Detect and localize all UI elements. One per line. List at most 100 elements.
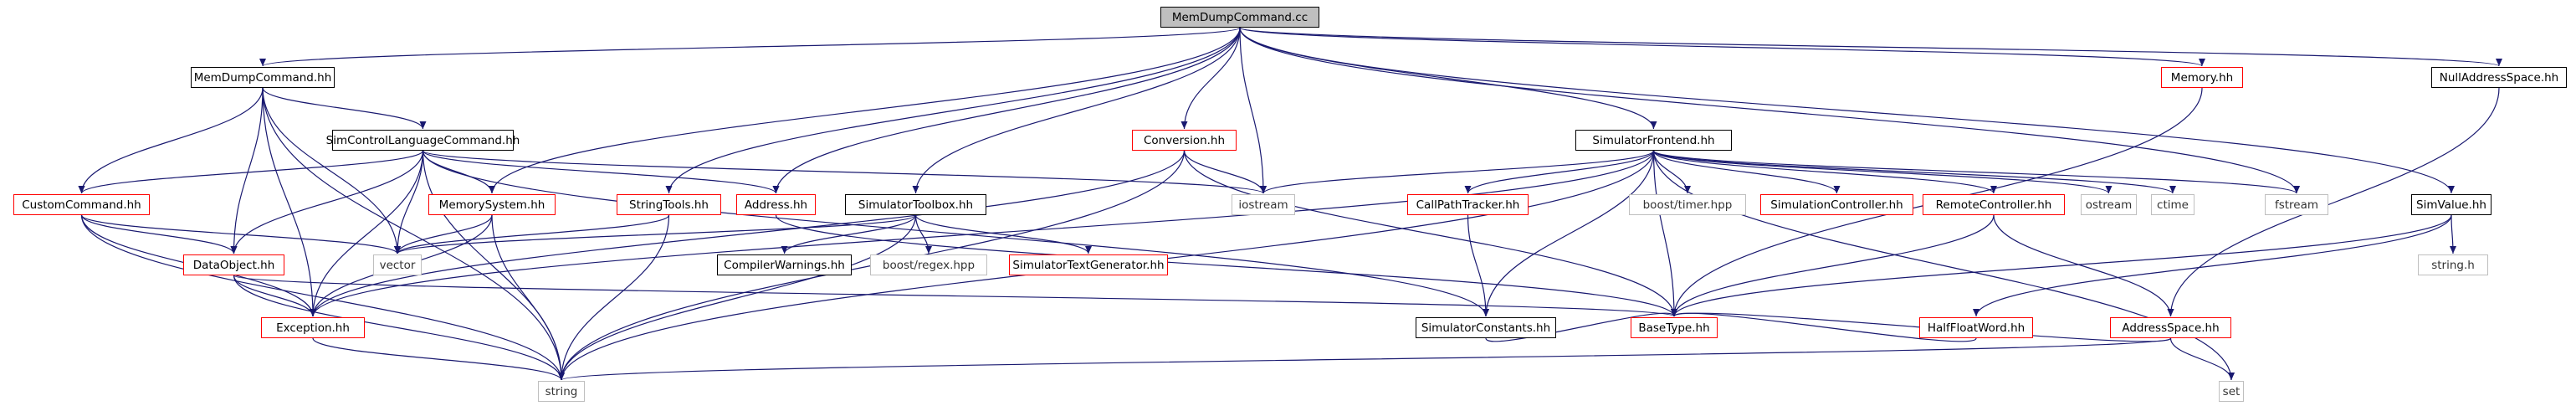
edge-memdumpcommand_hh-to-dataobject_hh bbox=[230, 87, 264, 254]
edge-simcontrollanguagecommand_hh-to-vector bbox=[394, 150, 424, 254]
node-string: string bbox=[538, 381, 585, 402]
edge-simvalue_hh-to-basetype_hh bbox=[1671, 214, 2452, 317]
edge-root-to-simulatorfrontend_hh bbox=[1239, 27, 1657, 130]
node-simcontrollanguagecommand-hh[interactable]: SimControlLanguageCommand.hh bbox=[326, 130, 520, 151]
node-simulatorfrontend-hh[interactable]: SimulatorFrontend.hh bbox=[1575, 130, 1732, 151]
edge-remotecontroller_hh-to-basetype_hh bbox=[1671, 214, 1995, 317]
edge-addressspace_hh-to-set bbox=[2169, 337, 2235, 381]
edge-memdumpcommand_hh-to-string bbox=[262, 87, 565, 381]
node-simulatortextgenerator-hh[interactable]: SimulatorTextGenerator.hh bbox=[1009, 254, 1168, 275]
node-basetype-hh[interactable]: BaseType.hh bbox=[1631, 317, 1718, 338]
node-memorysystem-hh[interactable]: MemorySystem.hh bbox=[428, 194, 556, 215]
edge-root-to-memdumpcommand_hh bbox=[259, 27, 1241, 67]
node-nulladdressspace-hh[interactable]: NullAddressSpace.hh bbox=[2431, 67, 2567, 88]
node-fstream: fstream bbox=[2265, 194, 2328, 215]
edge-simulatortoolbox_hh-to-boost_regex_hpp bbox=[914, 214, 932, 254]
node-root[interactable]: MemDumpCommand.cc bbox=[1160, 7, 1319, 28]
edge-root-to-stringtools_hh bbox=[665, 27, 1241, 194]
node-memdumpcommand-hh[interactable]: MemDumpCommand.hh bbox=[191, 67, 335, 88]
edge-simvalue_hh-to-string_h bbox=[2449, 214, 2456, 254]
edge-simulatorfrontend_hh-to-simulatorconstants_hh bbox=[1483, 150, 1655, 317]
edge-simulatorfrontend_hh-to-exception_hh bbox=[310, 150, 1655, 317]
edge-root-to-nulladdressspace_hh bbox=[1239, 27, 2502, 67]
edge-conversion_hh-to-basetype_hh bbox=[1183, 150, 1677, 317]
node-iostream: iostream bbox=[1232, 194, 1295, 215]
edge-customcommand_hh-to-vector bbox=[80, 214, 401, 254]
edge-root-to-memorysystem_hh bbox=[489, 27, 1241, 194]
edge-callpathtracker_hh-to-simulatorconstants_hh bbox=[1467, 214, 1489, 317]
edge-memorysystem_hh-to-string bbox=[491, 214, 565, 381]
edge-addressspace_hh-to-string bbox=[558, 337, 2172, 381]
edge-simulatortoolbox_hh-to-vector bbox=[394, 214, 917, 254]
node-stringtools-hh[interactable]: StringTools.hh bbox=[617, 194, 721, 215]
edge-exception_hh-to-string bbox=[312, 337, 565, 381]
edge-memdumpcommand_hh-to-vector bbox=[262, 87, 401, 254]
edge-remotecontroller_hh-to-addressspace_hh bbox=[1993, 214, 2174, 317]
node-customcommand-hh[interactable]: CustomCommand.hh bbox=[13, 194, 150, 215]
edge-root-to-fstream bbox=[1239, 27, 2300, 194]
edge-simulatorfrontend_hh-to-simulationcontroller_hh bbox=[1652, 150, 1841, 194]
edge-simulatorfrontend_hh-to-ostream bbox=[1652, 150, 2113, 194]
node-simulationcontroller-hh[interactable]: SimulationController.hh bbox=[1760, 194, 1913, 215]
edge-root-to-iostream bbox=[1239, 27, 1267, 194]
edge-conversion_hh-to-exception_hh bbox=[310, 150, 1186, 317]
edge-simulatorfrontend_hh-to-basetype_hh bbox=[1652, 150, 1677, 317]
node-exception-hh[interactable]: Exception.hh bbox=[261, 317, 365, 338]
node-callpathtracker-hh[interactable]: CallPathTracker.hh bbox=[1407, 194, 1529, 215]
edge-root-to-address_hh bbox=[772, 27, 1241, 194]
edge-simcontrollanguagecommand_hh-to-exception_hh bbox=[310, 150, 424, 317]
edge-customcommand_hh-to-dataobject_hh bbox=[80, 214, 238, 254]
edge-customcommand_hh-to-string bbox=[80, 214, 565, 381]
edge-simvalue_hh-to-halffloatword_hh bbox=[1973, 214, 2452, 317]
node-simulatorconstants-hh[interactable]: SimulatorConstants.hh bbox=[1416, 317, 1556, 338]
edge-simulatortoolbox_hh-to-compilerwarnings_hh bbox=[781, 214, 917, 254]
edge-simulatorfrontend_hh-to-set bbox=[1652, 150, 2235, 381]
node-simulatortoolbox-hh[interactable]: SimulatorToolbox.hh bbox=[845, 194, 986, 215]
edge-root-to-memory_hh bbox=[1239, 27, 2205, 67]
edge-simulatorfrontend_hh-to-ctime bbox=[1652, 150, 2176, 194]
edge-simulatorfrontend_hh-to-remotecontroller_hh bbox=[1652, 150, 1997, 194]
edge-simcontrollanguagecommand_hh-to-iostream bbox=[422, 150, 1267, 194]
edge-simulatorfrontend_hh-to-callpathtracker_hh bbox=[1464, 150, 1655, 194]
edge-simulatorconstants_hh-to-basetype_hh bbox=[1485, 308, 1677, 342]
edge-simcontrollanguagecommand_hh-to-dataobject_hh bbox=[230, 150, 424, 254]
node-ctime: ctime bbox=[2151, 194, 2194, 215]
node-halffloatword-hh[interactable]: HalfFloatWord.hh bbox=[1919, 317, 2033, 338]
edge-simulatortoolbox_hh-to-simulatortextgenerator_hh bbox=[914, 214, 1092, 254]
node-vector: vector bbox=[373, 254, 422, 275]
edge-memdumpcommand_hh-to-simcontrollanguagecommand_hh bbox=[262, 87, 427, 130]
edge-simcontrollanguagecommand_hh-to-simulatorconstants_hh bbox=[422, 150, 1489, 317]
edge-layer bbox=[78, 27, 2502, 381]
edge-simulatorfrontend_hh-to-iostream bbox=[1260, 150, 1655, 194]
node-string-h: string.h bbox=[2418, 254, 2488, 275]
edge-root-to-simulatortoolbox_hh bbox=[912, 27, 1241, 194]
edge-simcontrollanguagecommand_hh-to-customcommand_hh bbox=[78, 150, 424, 194]
node-compilerwarnings-hh[interactable]: CompilerWarnings.hh bbox=[717, 254, 852, 275]
node-ostream: ostream bbox=[2081, 194, 2137, 215]
edge-memdumpcommand_hh-to-exception_hh bbox=[262, 87, 316, 317]
node-set: set bbox=[2219, 381, 2244, 402]
node-address-hh[interactable]: Address.hh bbox=[736, 194, 816, 215]
node-boost-timer-hpp: boost/timer.hpp bbox=[1629, 194, 1746, 215]
edge-stringtools_hh-to-string bbox=[558, 214, 670, 381]
edge-simcontrollanguagecommand_hh-to-address_hh bbox=[422, 150, 780, 194]
edge-memdumpcommand_hh-to-customcommand_hh bbox=[78, 87, 264, 194]
node-remotecontroller-hh[interactable]: RemoteController.hh bbox=[1923, 194, 2065, 215]
edge-dataobject_hh-to-basetype_hh bbox=[233, 275, 1677, 317]
edge-stringtools_hh-to-vector bbox=[394, 214, 670, 254]
node-boost-regex-hpp: boost/regex.hpp bbox=[870, 254, 987, 275]
edge-nulladdressspace_hh-to-addressspace_hh bbox=[2167, 87, 2500, 317]
edge-memorysystem_hh-to-vector bbox=[394, 214, 493, 254]
edge-simulatorfrontend_hh-to-fstream bbox=[1652, 150, 2300, 194]
node-simvalue-hh[interactable]: SimValue.hh bbox=[2411, 194, 2491, 215]
node-addressspace-hh[interactable]: AddressSpace.hh bbox=[2110, 317, 2231, 338]
node-conversion-hh[interactable]: Conversion.hh bbox=[1132, 130, 1237, 151]
edge-root-to-conversion_hh bbox=[1180, 27, 1241, 130]
edge-dataobject_hh-to-string bbox=[233, 275, 565, 381]
node-dataobject-hh[interactable]: DataObject.hh bbox=[183, 254, 284, 275]
node-memory-hh[interactable]: Memory.hh bbox=[2161, 67, 2243, 88]
edge-address_hh-to-basetype_hh bbox=[775, 214, 1677, 317]
edge-root-to-simvalue_hh bbox=[1239, 27, 2455, 194]
edge-simulatortoolbox_hh-to-string bbox=[558, 214, 917, 381]
